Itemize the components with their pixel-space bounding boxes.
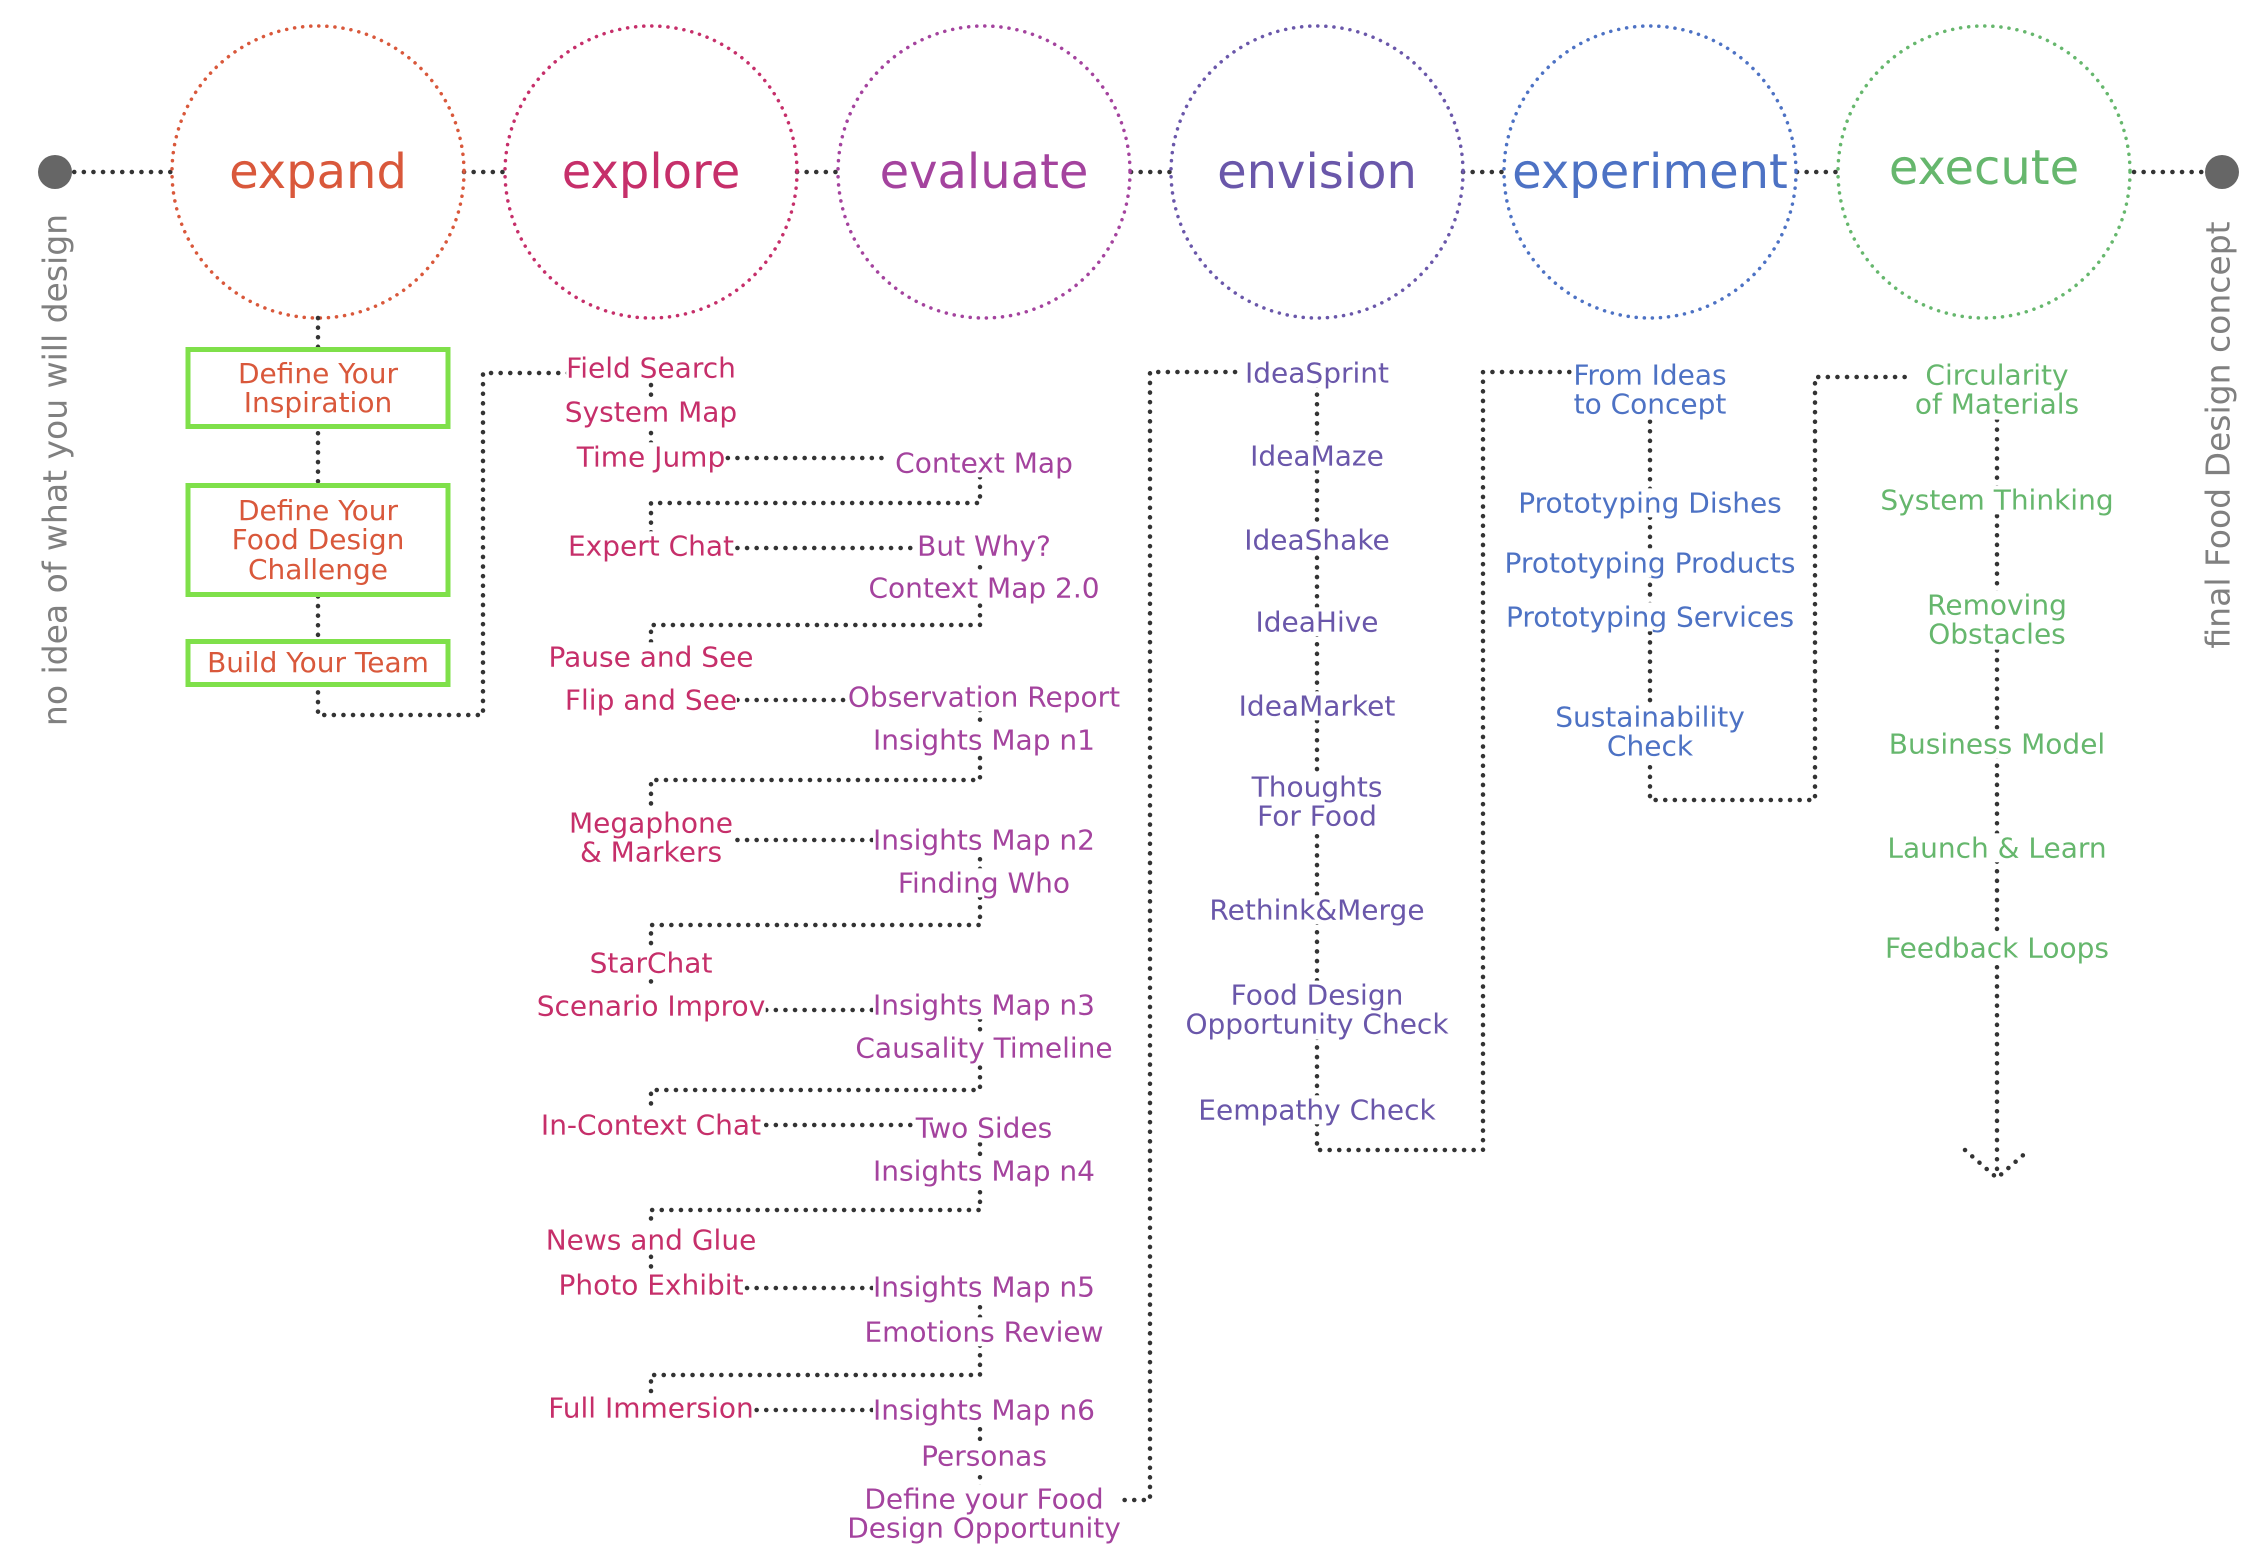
start-node [38, 155, 72, 189]
envision-item: Thoughts For Food [1251, 770, 1383, 833]
explore-item: Flip and See [564, 683, 738, 717]
envision-item: Eempathy Check [1198, 1093, 1436, 1127]
evaluate-item: Causality Timeline [855, 1031, 1113, 1065]
evaluate-item: Insights Map n3 [873, 988, 1095, 1022]
end-node [2205, 155, 2239, 189]
envision-item: Food Design Opportunity Check [1185, 978, 1449, 1041]
phase-title-envision: envision [1217, 143, 1417, 200]
explore-item: Scenario Improv [536, 989, 766, 1023]
experiment-item: From Ideas to Concept [1573, 358, 1727, 421]
experiment-item: Prototyping Dishes [1518, 486, 1782, 520]
explore-item: News and Glue [545, 1223, 757, 1257]
evaluate-item: Two Sides [915, 1111, 1053, 1145]
evaluate-item: Insights Map n6 [873, 1393, 1095, 1427]
phase-title-evaluate: evaluate [879, 143, 1089, 200]
execute-item: Feedback Loops [1885, 931, 2109, 965]
execute-item: System Thinking [1880, 483, 2114, 517]
explore-item: In-Context Chat [540, 1108, 762, 1142]
evaluate-item: Observation Report [847, 680, 1121, 714]
evaluate-item: Insights Map n1 [873, 723, 1095, 757]
explore-item: StarChat [589, 946, 713, 980]
experiment-item: Prototyping Products [1504, 546, 1796, 580]
experiment-connector [1647, 374, 1913, 803]
envision-item: IdeaShake [1244, 523, 1390, 557]
phase-circle-evaluate [836, 24, 1132, 320]
evaluate-item: Define your Food Design Opportunity [847, 1482, 1121, 1545]
evaluate-item: Finding Who [897, 866, 1071, 900]
phase-title-execute: execute [1888, 139, 2080, 196]
envision-item: IdeaHive [1255, 605, 1379, 639]
envision-connector [1314, 369, 1573, 1153]
expand-item-challenge: Define Your Food Design Challenge [185, 483, 451, 597]
evaluate-item: Insights Map n5 [873, 1270, 1095, 1304]
explore-item: Expert Chat [567, 529, 735, 563]
explore-item: Pause and See [548, 640, 754, 674]
evaluate-item: But Why? [917, 529, 1051, 563]
phase-circle-explore [503, 24, 799, 320]
explore-item: Full Immersion [548, 1391, 754, 1425]
phase-title-expand: expand [229, 143, 407, 200]
explore-item: Photo Exhibit [558, 1268, 744, 1302]
execute-arrow-head [1962, 1147, 2032, 1181]
end-label: final Food Design concept [2198, 221, 2238, 649]
envision-item: Rethink&Merge [1209, 893, 1425, 927]
evaluate-to-envision-connector [1112, 369, 1243, 1503]
phase-circle-execute [1836, 24, 2132, 320]
evaluate-item: Context Map [895, 446, 1073, 480]
explore-item: Time Jump [576, 440, 726, 474]
envision-item: IdeaMaze [1250, 439, 1384, 473]
start-label: no idea of what you will design [35, 213, 75, 727]
evaluate-item: Insights Map n2 [873, 823, 1095, 857]
experiment-item: Prototyping Services [1505, 600, 1795, 634]
phase-title-experiment: experiment [1512, 143, 1788, 200]
experiment-item: Sustainability Check [1555, 700, 1745, 763]
evaluate-item: Insights Map n4 [873, 1154, 1095, 1188]
phase-title-explore: explore [561, 143, 741, 200]
phase-circle-expand [170, 24, 466, 320]
envision-item: IdeaSprint [1245, 356, 1389, 390]
execute-item: Circularity of Materials [1914, 358, 2080, 421]
phase-circle-envision [1169, 24, 1465, 320]
evaluate-item: Emotions Review [864, 1315, 1104, 1349]
explore-item: Megaphone & Markers [569, 806, 733, 869]
expand-item-team: Build Your Team [185, 639, 451, 687]
evaluate-item: Personas [921, 1439, 1047, 1473]
explore-item: Field Search [566, 351, 736, 385]
expand-connector [315, 315, 571, 718]
envision-item: IdeaMarket [1238, 689, 1396, 723]
expand-item-inspiration: Define Your Inspiration [185, 347, 451, 429]
evaluate-item: Context Map 2.0 [868, 571, 1100, 605]
execute-item: Launch & Learn [1887, 831, 2107, 865]
explore-item: System Map [564, 395, 738, 429]
execute-item: Business Model [1888, 727, 2106, 761]
execute-item: Removing Obstacles [1927, 588, 2067, 651]
phase-circle-experiment [1502, 24, 1798, 320]
